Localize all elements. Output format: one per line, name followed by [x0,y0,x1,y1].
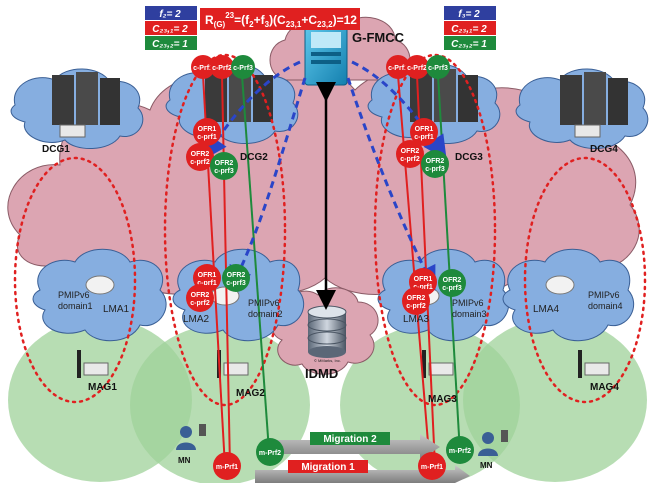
mag1-label: MAG1 [88,382,117,393]
lma2-ofr2g-a: OFR2 [227,272,246,279]
right-f-label: f₃= 2 [458,9,480,20]
formula-box [200,8,360,30]
mag4-label: MAG4 [590,382,619,393]
dcg1-label: DCG1 [42,144,70,155]
right-c1-box [444,21,496,35]
node-mprf2-right: m-Prf2 [449,448,471,455]
mag2-label: MAG2 [236,388,265,399]
antenna-icons [77,350,610,378]
left-c2-label: C₂₃,₂= 1 [152,39,188,50]
mobile-user-icons [176,424,508,456]
lma3-ofr2g-a: OFR2 [443,277,462,284]
node-cprf2-left: c-Prf2 [212,65,232,72]
node-mprf2-left: m-Prf2 [259,450,281,457]
dcg3-label: DCG3 [455,152,483,163]
watermark: © MMarks, Inc. [314,358,341,363]
lma1-label: LMA1 [103,304,130,315]
idmd-label: IDMD [305,366,338,381]
dcg2-ofr-nodes: OFR1 c-prf1 OFR2 c-prf2 OFR2 c-prf3 [186,118,238,180]
dcg3-ofr-nodes: OFR1 c-prf1 OFR2 c-prf2 OFR2 c-prf3 [396,118,449,178]
lma3-ofr2r-b: c-prf2 [406,303,426,310]
migration1-box [288,460,368,473]
node-mprf1-right: m-Prf1 [421,464,443,471]
pmip-d3-line1: PMIPv6 [452,298,484,308]
dcg3-ofr1-b: c-prf1 [414,134,434,141]
dcg2-ofr2g-a: OFR2 [215,160,234,167]
dcg3-ofr1-a: OFR1 [415,126,434,133]
bottom-nodes: m-Prf1 m-Prf2 m-Prf1 m-Prf2 [213,436,474,480]
node-cprf3-left: c-Prf3 [233,65,253,72]
node-cprf3-right: c-Prf3 [428,65,448,72]
lma2-ofr1-a: OFR1 [198,272,217,279]
right-c2-box [444,36,496,50]
node-mprf1-left: m-Prf1 [216,464,238,471]
dcg2-ofr2r-a: OFR2 [191,151,210,158]
mn-right-label: MN [480,461,493,470]
left-c1-label: C₂₃,₁= 2 [152,24,188,35]
dcg3-ofr2r-b: c-prf2 [400,156,420,163]
right-c2-label: C₂₃,₂= 1 [451,39,487,50]
lma3-ofr2g-b: c-prf3 [442,285,462,292]
lma2-ofr2g-b: c-prf3 [226,280,246,287]
lma4-label: LMA4 [533,304,560,315]
database-icon [307,305,347,358]
node-cprf1-left: c-Prf1 [193,65,213,72]
domain-boundaries [13,53,647,407]
right-f-box [444,6,496,20]
mn-left-label: MN [178,456,191,465]
lma2-ofr-nodes: OFR1 c-prf1 OFR2 c-prf2 OFR2 c-prf3 [186,264,250,312]
mag3-label: MAG3 [428,394,457,405]
dcg2-ofr2r-b: c-prf2 [190,159,210,166]
pmip-d1-line1: PMIPv6 [58,290,90,300]
dcg4-servers [560,72,628,138]
node-cprf2-right: c-Prf2 [407,65,427,72]
lma2-ofr2r-b: c-prf2 [190,300,210,307]
migration2-box [310,432,390,445]
gfmcc-device-icon [304,24,348,86]
left-f-box [145,6,197,20]
left-c1-box [145,21,197,35]
dcg2-ofr2g-b: c-prf3 [214,168,234,175]
dcg1-servers [52,72,120,138]
pmip-d1-line2: domain1 [58,301,93,311]
right-c1-label: C₂₃,₁= 2 [451,24,487,35]
dcg3-ofr2r-a: OFR2 [401,148,420,155]
dcg2-ofr1-a: OFR1 [198,126,217,133]
gfmcc-label: G-FMCC [352,30,405,45]
lma3-ofr1-b: c-prf1 [413,284,433,291]
lma3-label: LMA3 [403,314,430,325]
node-cprf1-right: c-Prf1 [388,65,408,72]
pmip-d3-line2: domain3 [452,309,487,319]
pmip-d4-line1: PMIPv6 [588,290,620,300]
pmip-d2-line2: domain2 [248,309,283,319]
dcg2-ofr1-b: c-prf1 [197,134,217,141]
dcg3-ofr2g-a: OFR2 [426,158,445,165]
migration2-label: Migration 2 [323,434,377,445]
pmip-d2-line1: PMIPv6 [248,298,280,308]
left-c2-box [145,36,197,50]
formula-text: R(G)23=(f2+f3)(C23,1+C23,2)=12 [205,11,357,29]
lma2-ofr1-b: c-prf1 [197,280,217,287]
dcg4-label: DCG4 [590,144,618,155]
dcg3-ofr2g-b: c-prf3 [425,166,445,173]
migration-arrows [255,434,470,483]
dcg2-label: DCG2 [240,152,268,163]
lma3-ofr1-a: OFR1 [414,276,433,283]
migration1-label: Migration 1 [301,462,355,473]
top-nodes-left: c-Prf1 c-Prf2 c-Prf3 [191,55,255,79]
lma3-ofr-nodes: OFR1 c-prf1 OFR2 c-prf2 OFR2 c-prf3 [402,268,466,315]
lma2-ofr2r-a: OFR2 [191,292,210,299]
lma2-label: LMA2 [183,314,210,325]
lma3-ofr2r-a: OFR2 [407,295,426,302]
left-f-label: f₂= 2 [159,9,181,20]
top-nodes-right: c-Prf1 c-Prf2 c-Prf3 [386,55,450,79]
pmip-d4-line2: domain4 [588,301,623,311]
